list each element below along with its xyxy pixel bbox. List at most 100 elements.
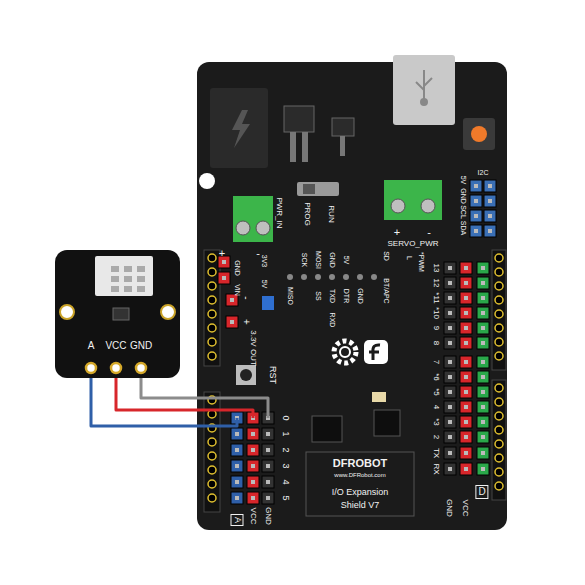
pin	[251, 432, 255, 436]
pin	[235, 448, 239, 452]
pin-label: 5	[281, 495, 290, 500]
i2c-pin	[470, 225, 482, 237]
pin-label: 9	[432, 326, 440, 330]
vcc-pin-column	[460, 277, 472, 289]
pin-label: GND	[264, 507, 272, 525]
pin-label: RUN	[327, 205, 335, 222]
gnd-pin-column	[262, 492, 274, 504]
pin-label: *PWM	[418, 252, 425, 272]
analog-pin-column	[231, 460, 243, 472]
pin-label: *5	[432, 388, 440, 396]
i2c-pin	[470, 195, 482, 207]
header-pin	[329, 274, 335, 280]
pin	[448, 281, 452, 285]
pin	[481, 281, 485, 285]
pin	[266, 432, 270, 436]
pin	[488, 214, 492, 218]
mount-hole	[199, 173, 215, 189]
pin	[230, 298, 234, 302]
pin-label: 1	[281, 431, 290, 436]
socket	[208, 466, 216, 474]
i2c-pin	[484, 180, 496, 192]
pin	[481, 360, 485, 364]
pin-label: 5V	[460, 176, 467, 185]
pin	[222, 276, 226, 280]
vcc-pin-column	[247, 476, 259, 488]
vcc-pin-column	[460, 416, 472, 428]
signal-pin-column	[477, 356, 489, 368]
pin-label: 13	[432, 264, 440, 273]
vcc-pin-column	[460, 322, 472, 334]
analog-pin-column	[231, 492, 243, 504]
signal-pin-column	[477, 371, 489, 383]
signal-pin-column	[477, 307, 489, 319]
signal-pin-column	[477, 292, 489, 304]
pin	[448, 326, 452, 330]
pin	[448, 311, 452, 315]
pin	[488, 229, 492, 233]
vcc-pin-column	[460, 356, 472, 368]
slide-switch	[297, 182, 339, 196]
pin	[464, 296, 468, 300]
gnd-pin-column	[444, 262, 456, 274]
vcc-pin-column	[247, 428, 259, 440]
i2c-pin	[470, 210, 482, 222]
signal-pin-column	[477, 337, 489, 349]
arduino-logo	[334, 341, 356, 363]
pin-label: *3	[432, 418, 440, 426]
pin	[464, 326, 468, 330]
socket	[208, 452, 216, 460]
socket	[208, 480, 216, 488]
power-pin	[218, 272, 230, 284]
pin	[448, 390, 452, 394]
i2c-pin	[484, 210, 496, 222]
socket	[495, 268, 503, 276]
socket	[495, 296, 503, 304]
analog-pin-column	[231, 476, 243, 488]
header-pin	[315, 274, 321, 280]
vcc-pin-column	[460, 431, 472, 443]
pin-label: VIN	[234, 284, 241, 296]
gnd-pin-column	[262, 428, 274, 440]
signal-pin-column	[477, 447, 489, 459]
regulator	[332, 118, 354, 136]
sensor-module: AVCCGND	[55, 250, 180, 378]
signal-pin-column	[477, 416, 489, 428]
pin	[481, 326, 485, 330]
pin-label: GND	[130, 341, 152, 351]
analog-pin-column	[231, 428, 243, 440]
pin	[488, 184, 492, 188]
header-pin	[287, 274, 293, 280]
pin-label: SCL	[460, 205, 467, 219]
pin	[235, 432, 239, 436]
pin-label: +	[241, 319, 251, 325]
gnd-pin-column	[444, 307, 456, 319]
pin	[448, 341, 452, 345]
pin-label: 3.3V OUT	[249, 330, 257, 366]
pin	[230, 320, 234, 324]
vcc-pin-column	[247, 444, 259, 456]
header-pin	[301, 274, 307, 280]
pin-label: +	[219, 248, 225, 259]
socket	[495, 468, 503, 476]
pin-label: SS	[315, 291, 322, 300]
socket	[208, 438, 216, 446]
pin-label: VCC	[105, 341, 126, 351]
usb-symbol	[416, 70, 432, 105]
vcc-pin-column	[460, 307, 472, 319]
gnd-pin-column	[444, 337, 456, 349]
pin	[481, 390, 485, 394]
pin	[481, 266, 485, 270]
pin-label: 3	[281, 463, 290, 468]
pin-label: RX	[432, 463, 440, 474]
pin-label: SERVO_PWR	[388, 240, 439, 248]
pin-label: DTR	[343, 289, 350, 303]
vcc-pin-column	[460, 386, 472, 398]
gnd-pin-column	[444, 322, 456, 334]
terminal-block	[233, 196, 273, 242]
gnd-pin-column	[444, 277, 456, 289]
socket	[208, 254, 216, 262]
dc-jack	[210, 88, 268, 168]
pin	[474, 214, 478, 218]
socket	[208, 268, 216, 276]
